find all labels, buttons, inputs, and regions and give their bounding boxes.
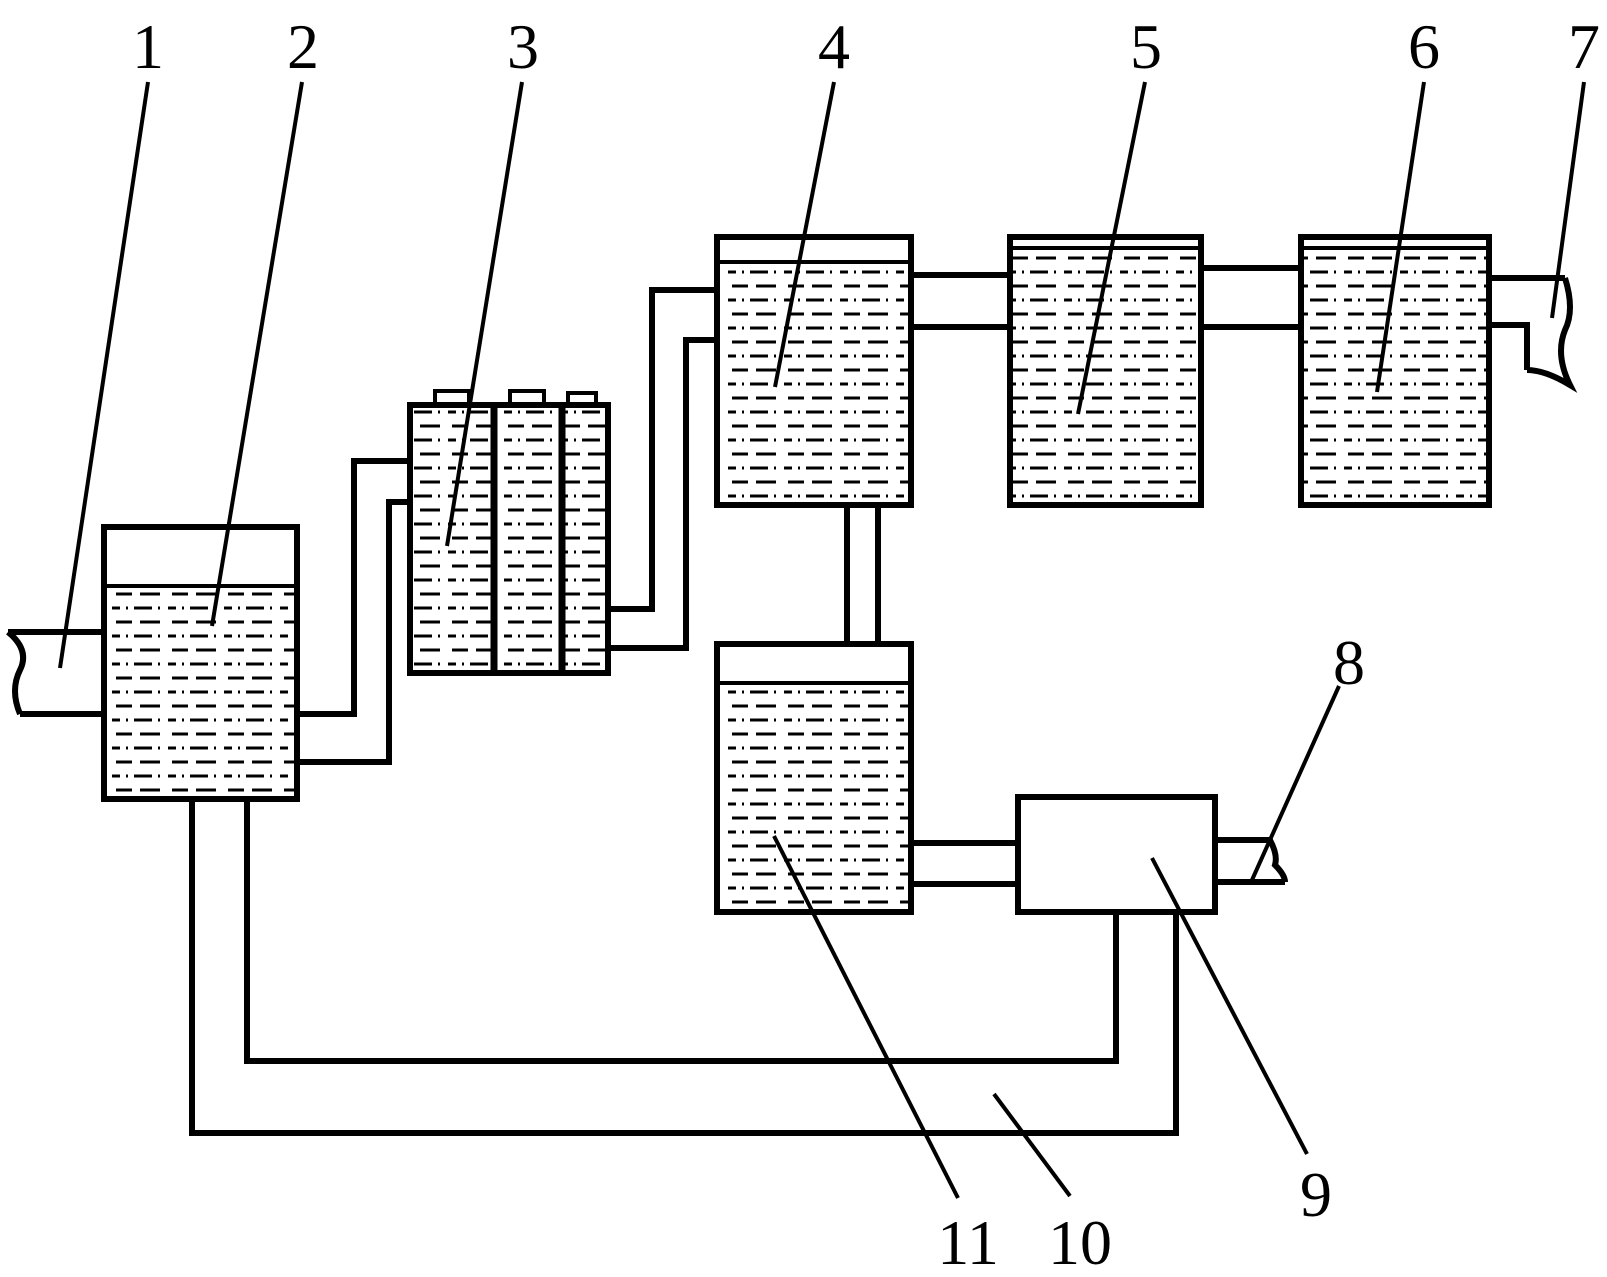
tank-6	[1298, 234, 1492, 508]
tank-4	[714, 234, 914, 508]
return-pipe-inner	[244, 799, 1119, 1064]
leader-6	[1375, 81, 1426, 393]
inlet-pipe-break	[6, 629, 26, 716]
label-1: 1	[132, 11, 164, 82]
pipe-8-break	[1267, 838, 1288, 883]
leader-9	[1150, 857, 1309, 1155]
unit-9-box	[1015, 794, 1218, 915]
label-2: 2	[287, 11, 319, 82]
leader-lines	[58, 81, 1586, 1199]
leader-5	[1076, 81, 1147, 415]
pipes	[6, 265, 1578, 1136]
inlet-pipe	[8, 629, 105, 717]
leader-4	[773, 81, 836, 388]
tank-11	[714, 641, 914, 915]
label-6: 6	[1408, 11, 1440, 82]
label-4: 4	[818, 11, 850, 82]
leader-10	[992, 1092, 1072, 1198]
pipe-8	[1215, 837, 1285, 885]
leader-1	[58, 81, 150, 669]
outlet-pipe-break	[1526, 277, 1578, 393]
tank-3	[407, 389, 611, 676]
label-7: 7	[1568, 11, 1600, 82]
return-pipe-outer	[189, 799, 1179, 1136]
leader-8	[1250, 685, 1341, 881]
leader-2	[210, 81, 304, 627]
pipe-2-to-3-upper	[297, 458, 410, 717]
outlet-pipe	[1489, 275, 1565, 370]
pipe-4-to-11	[844, 505, 881, 644]
leader-3	[445, 81, 524, 547]
pipe-2-to-3-lower	[297, 499, 410, 765]
label-9: 9	[1300, 1159, 1332, 1230]
tank-5	[1007, 234, 1204, 508]
pipe-3-to-4-upper	[608, 287, 717, 612]
leader-11	[772, 835, 960, 1199]
tank-2	[101, 524, 300, 802]
pipe-3-to-4-lower	[608, 337, 717, 651]
leader-7	[1550, 81, 1586, 319]
label-3: 3	[507, 11, 539, 82]
tank-3-cap-2	[508, 389, 546, 407]
number-labels: 1 2 3 4 5 6 7 8 9 10 11	[132, 11, 1600, 1277]
label-8: 8	[1333, 627, 1365, 698]
label-5: 5	[1130, 11, 1162, 82]
tank-3-cap-3	[566, 391, 598, 407]
label-10: 10	[1048, 1207, 1112, 1277]
label-11: 11	[937, 1207, 999, 1277]
